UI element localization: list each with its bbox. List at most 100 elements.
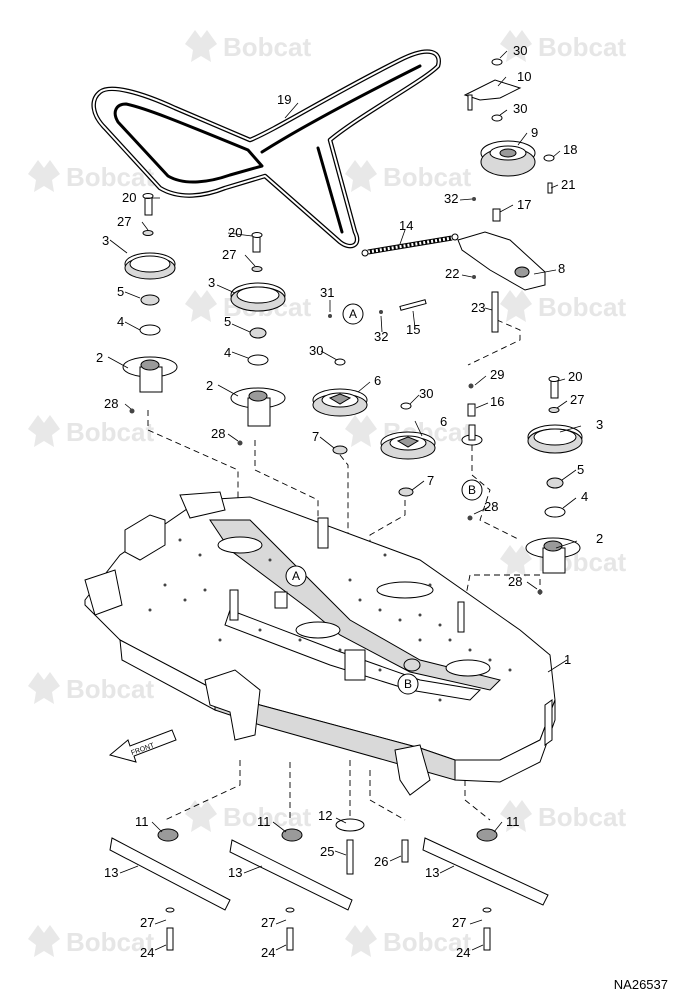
watermark-text: Bobcat xyxy=(383,927,471,957)
callout-27: 27 xyxy=(261,915,275,930)
callout-28: 28 xyxy=(484,499,498,514)
callout-24: 24 xyxy=(456,945,470,960)
callout-30: 30 xyxy=(309,343,323,358)
callout-25: 25 xyxy=(320,844,334,859)
bobcat-logo-icon xyxy=(28,415,60,447)
mower-deck xyxy=(84,491,556,796)
center-spindle-assembly xyxy=(230,232,286,446)
watermark: Bobcat xyxy=(345,415,471,447)
document-number: NA26537 xyxy=(613,977,668,992)
callout-13: 13 xyxy=(104,865,118,880)
watermark: Bobcat xyxy=(28,672,154,704)
ref-marker-a-text: A xyxy=(292,569,300,583)
callout-26: 26 xyxy=(374,854,388,869)
callout-17: 17 xyxy=(517,197,531,212)
callout-2: 2 xyxy=(96,350,103,365)
alignment-lines xyxy=(147,240,541,825)
ref-marker-b xyxy=(397,673,419,695)
callout-8: 8 xyxy=(558,261,565,276)
callout-2: 2 xyxy=(206,378,213,393)
drive-belt xyxy=(91,49,441,249)
callout-4: 4 xyxy=(117,314,124,329)
callout-22: 22 xyxy=(445,266,459,281)
watermark-text: Bobcat xyxy=(66,417,154,447)
ref-marker-a xyxy=(285,565,307,587)
callout-30: 30 xyxy=(513,101,527,116)
callout-12: 12 xyxy=(318,808,332,823)
callout-30: 30 xyxy=(419,386,433,401)
watermark-text: Bobcat xyxy=(538,292,626,322)
watermark: Bobcat xyxy=(500,30,626,62)
callout-10: 10 xyxy=(517,69,531,84)
ref-marker-b-text: B xyxy=(404,677,412,691)
callout-11: 11 xyxy=(135,814,149,829)
callout-3: 3 xyxy=(102,233,109,248)
callout-32: 32 xyxy=(374,329,388,344)
callout-31: 31 xyxy=(320,285,334,300)
bobcat-logo-icon xyxy=(28,925,60,957)
callout-11: 11 xyxy=(257,814,271,829)
bobcat-logo-icon xyxy=(345,160,377,192)
callout-15: 15 xyxy=(406,322,420,337)
bobcat-logo-icon xyxy=(500,800,532,832)
bobcat-logo-icon xyxy=(28,160,60,192)
callout-5: 5 xyxy=(117,284,124,299)
callout-30: 30 xyxy=(513,43,527,58)
callout-19: 19 xyxy=(277,92,291,107)
callout-21: 21 xyxy=(561,177,575,192)
watermark: Bobcat xyxy=(28,415,154,447)
bobcat-logo-icon xyxy=(185,800,217,832)
right-spindle-assembly xyxy=(525,376,583,595)
ref-marker-b xyxy=(461,479,483,501)
callout-32: 32 xyxy=(444,191,458,206)
callout-4: 4 xyxy=(581,489,588,504)
watermark: Bobcat xyxy=(345,925,471,957)
callout-27: 27 xyxy=(222,247,236,262)
callout-28: 28 xyxy=(508,574,522,589)
callout-20: 20 xyxy=(228,225,242,240)
callout-27: 27 xyxy=(570,392,584,407)
watermark: Bobcat xyxy=(185,800,311,832)
callout-13: 13 xyxy=(228,865,242,880)
callout-9: 9 xyxy=(531,125,538,140)
callout-3: 3 xyxy=(208,275,215,290)
bobcat-logo-icon xyxy=(500,545,532,577)
callout-27: 27 xyxy=(140,915,154,930)
callout-4: 4 xyxy=(224,345,231,360)
watermark: Bobcat xyxy=(345,160,471,192)
watermark-text: Bobcat xyxy=(223,32,311,62)
callout-3: 3 xyxy=(596,417,603,432)
watermark-text: Bobcat xyxy=(538,802,626,832)
callout-23: 23 xyxy=(471,300,485,315)
callout-13: 13 xyxy=(425,865,439,880)
callout-1: 1 xyxy=(564,652,571,667)
callout-28: 28 xyxy=(104,396,118,411)
callout-24: 24 xyxy=(140,945,154,960)
callout-5: 5 xyxy=(577,462,584,477)
bobcat-logo-icon xyxy=(345,925,377,957)
left-spindle-assembly xyxy=(122,193,178,414)
callout-20: 20 xyxy=(568,369,582,384)
ref-marker-a xyxy=(342,303,364,325)
bobcat-logo-icon xyxy=(185,30,217,62)
ref-marker-b-text: B xyxy=(468,483,476,497)
watermark: Bobcat xyxy=(28,160,154,192)
watermark-text: Bobcat xyxy=(538,32,626,62)
watermark: Bobcat xyxy=(185,30,311,62)
callout-28: 28 xyxy=(211,426,225,441)
watermark: Bobcat xyxy=(28,925,154,957)
bobcat-logo-icon xyxy=(500,290,532,322)
watermark-text: Bobcat xyxy=(223,802,311,832)
callout-numbers: 1 2 2 2 3 3 3 4 4 4 5 5 5 6 6 7 7 8 9 10… xyxy=(96,43,603,960)
callout-24: 24 xyxy=(261,945,275,960)
tensioner-assembly xyxy=(328,58,555,521)
bobcat-logo-icon xyxy=(500,30,532,62)
bobcat-logo-icon xyxy=(345,415,377,447)
idler-pulley-assembly xyxy=(312,358,436,497)
blade-assemblies xyxy=(109,818,549,951)
watermark-text: Bobcat xyxy=(66,674,154,704)
callout-2: 2 xyxy=(596,531,603,546)
callout-20: 20 xyxy=(122,190,136,205)
bobcat-logo-icon xyxy=(28,672,60,704)
